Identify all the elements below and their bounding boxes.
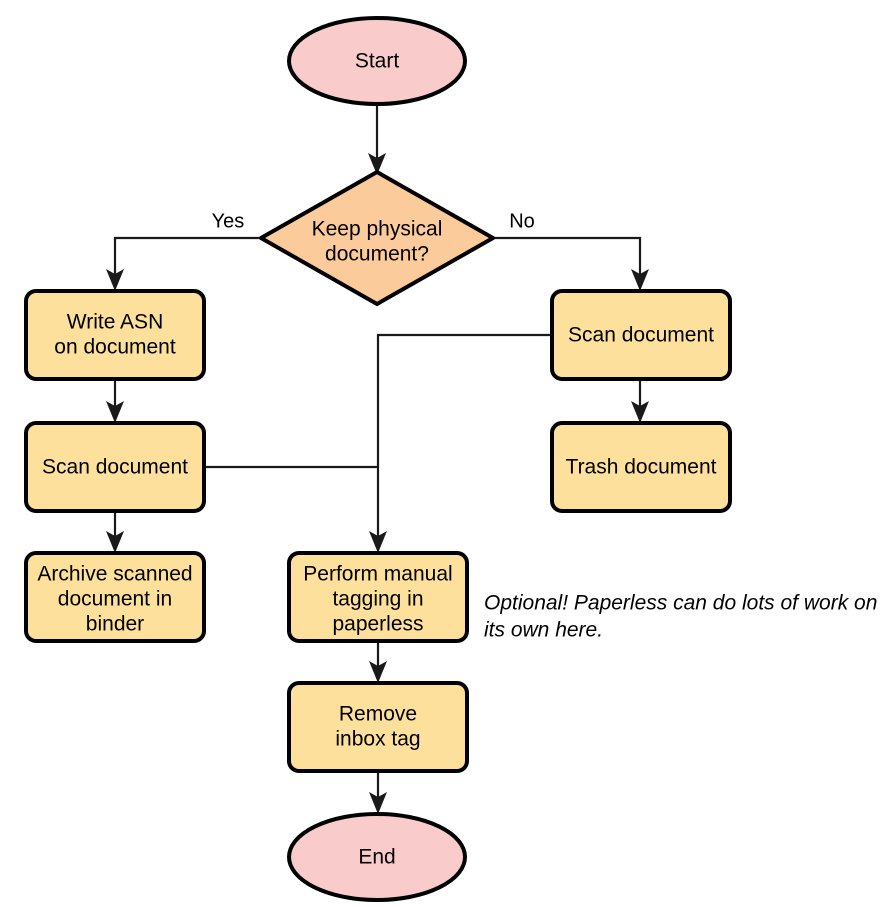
node-tagging-label-line2: tagging in: [332, 588, 423, 611]
node-decision-keep-physical-document[interactable]: Keep physical document?: [259, 170, 495, 306]
node-scan-document-left-label: Scan document: [42, 456, 188, 479]
node-write-asn-label-line2: on document: [54, 336, 176, 359]
edge-label-no: No: [509, 210, 535, 232]
annotation-optional-note: Optional! Paperless can do lots of work …: [484, 592, 877, 642]
edge-remove-inbox-to-end: [369, 771, 387, 814]
node-start-label: Start: [355, 50, 400, 73]
edge-scan-left-to-archive: [106, 511, 124, 553]
node-end-label: End: [358, 846, 395, 869]
node-decision-label-line2: document?: [325, 243, 429, 266]
node-remove-inbox-label-line2: inbox tag: [335, 728, 420, 751]
node-trash-document[interactable]: Trash document: [550, 421, 732, 513]
node-scan-document-right-label: Scan document: [568, 324, 714, 347]
edge-tagging-to-remove-inbox: [369, 641, 387, 683]
node-archive-label-line2: document in: [58, 588, 172, 611]
edge-decision-yes-to-write-asn: [106, 236, 261, 291]
node-archive-scanned-document[interactable]: Archive scanned document in binder: [24, 551, 206, 643]
node-archive-label-line3: binder: [86, 613, 144, 636]
edge-write-asn-to-scan-left: [106, 379, 124, 423]
annotation-optional-line2: its own here.: [484, 619, 603, 642]
node-decision-label-line1: Keep physical: [312, 218, 443, 241]
node-trash-document-label: Trash document: [566, 456, 717, 479]
node-start[interactable]: Start: [287, 16, 467, 106]
edge-decision-no-to-scan-right: [493, 236, 649, 291]
annotation-optional-line1: Optional! Paperless can do lots of work …: [484, 592, 877, 615]
node-archive-label-line1: Archive scanned: [37, 563, 192, 586]
node-remove-inbox-tag[interactable]: Remove inbox tag: [287, 681, 469, 773]
node-remove-inbox-label-line1: Remove: [339, 703, 417, 726]
node-write-asn-label-line1: Write ASN: [67, 311, 163, 334]
node-tagging-label-line3: paperless: [332, 613, 423, 636]
edge-scan-right-to-trash: [631, 379, 649, 423]
node-end[interactable]: End: [287, 812, 467, 902]
node-scan-document-right[interactable]: Scan document: [550, 289, 732, 381]
node-perform-manual-tagging[interactable]: Perform manual tagging in paperless: [287, 551, 469, 643]
node-write-asn-on-document[interactable]: Write ASN on document: [24, 289, 206, 381]
node-tagging-label-line1: Perform manual: [303, 563, 452, 586]
edge-label-yes: Yes: [212, 210, 245, 232]
edge-start-to-decision: [368, 106, 386, 175]
node-scan-document-left[interactable]: Scan document: [24, 421, 206, 513]
edge-scan-right-to-tagging: [369, 333, 552, 553]
